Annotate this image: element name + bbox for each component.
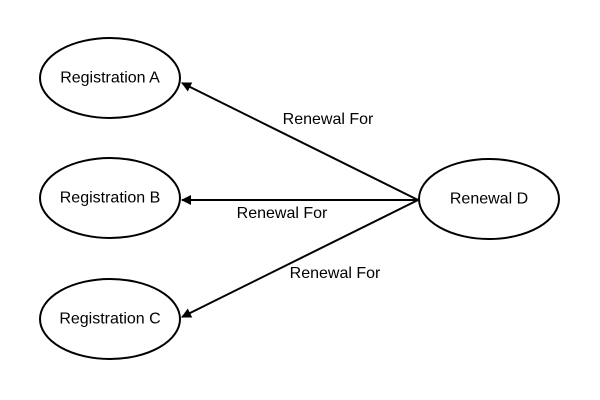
- node-label: Registration C: [59, 311, 160, 328]
- node-registration-a[interactable]: Registration A: [39, 37, 181, 119]
- node-registration-c[interactable]: Registration C: [39, 278, 181, 360]
- edge-renewal-d-to-registration-a: Renewal For: [181, 82, 419, 201]
- node-label: Registration A: [60, 70, 160, 87]
- node-label: Renewal D: [450, 191, 528, 208]
- node-label: Registration B: [60, 190, 161, 207]
- node-ellipse: [39, 157, 181, 239]
- node-ellipse: [39, 37, 181, 119]
- node-ellipse: [418, 158, 560, 240]
- node-registration-b[interactable]: Registration B: [39, 157, 181, 239]
- node-ellipse: [39, 278, 181, 360]
- edge-renewal-d-to-registration-b: Renewal For: [181, 195, 418, 222]
- edge-arrow: [181, 82, 419, 201]
- edge-renewal-d-to-registration-c: Renewal For: [181, 199, 419, 318]
- edge-arrow: [181, 199, 419, 318]
- edge-label: Renewal For: [283, 111, 374, 128]
- node-renewal-d[interactable]: Renewal D: [418, 158, 560, 240]
- edge-label: Renewal For: [237, 205, 328, 222]
- edge-label: Renewal For: [290, 265, 381, 282]
